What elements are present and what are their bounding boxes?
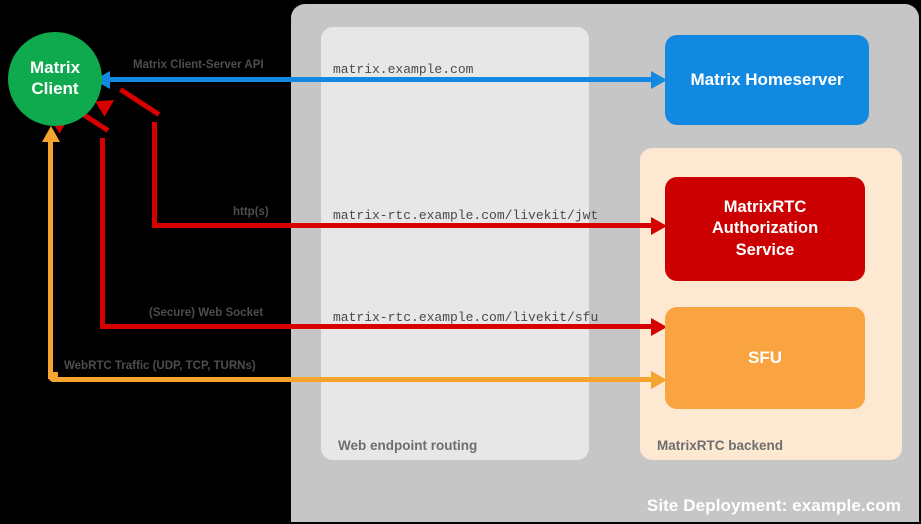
web-endpoint-routing-panel xyxy=(321,27,589,460)
edge-webrtc-protocol-label: WebRTC Traffic (UDP, TCP, TURNs) xyxy=(64,360,256,372)
edge-ws-arrowhead-sfu xyxy=(651,317,667,336)
edge-jwt-protocol-label: http(s) xyxy=(233,206,269,218)
edge-cs-api-arrowhead-right xyxy=(651,70,667,89)
node-sfu[interactable]: SFU xyxy=(665,307,865,409)
edge-ws-line-horizontal xyxy=(100,324,653,329)
edge-jwt-arrowhead-auth xyxy=(651,216,667,235)
edge-ws-url-label: matrix-rtc.example.com/livekit/sfu xyxy=(333,310,599,325)
edge-jwt-line-horizontal xyxy=(152,223,653,228)
edge-jwt-line-vertical xyxy=(152,122,157,227)
edge-cs-api-url-label: matrix.example.com xyxy=(333,62,474,77)
edge-jwt-url-label: matrix-rtc.example.com/livekit/jwt xyxy=(333,208,599,223)
edge-cs-api-line xyxy=(108,77,653,82)
edge-cs-api-protocol-label: Matrix Client-Server API xyxy=(133,59,264,71)
node-matrixrtc-authorization-service[interactable]: MatrixRTC Authorization Service xyxy=(665,177,865,281)
node-auth-label-line3: Service xyxy=(735,240,795,259)
node-auth-label-line1: MatrixRTC xyxy=(723,197,807,216)
node-sfu-label: SFU xyxy=(748,348,782,367)
node-matrix-homeserver[interactable]: Matrix Homeserver xyxy=(665,35,869,125)
node-matrix-client-label-line2: Client xyxy=(31,79,79,98)
edge-webrtc-arrowhead-client xyxy=(41,126,60,142)
edge-ws-protocol-label: (Secure) Web Socket xyxy=(149,307,264,319)
node-auth-label-line2: Authorization xyxy=(711,219,819,238)
edge-webrtc-line-vertical xyxy=(48,140,53,379)
web-endpoint-routing-label: Web endpoint routing xyxy=(338,438,478,453)
edge-webrtc-corner xyxy=(48,372,58,382)
edge-webrtc-line-horizontal xyxy=(52,377,653,382)
node-matrix-homeserver-label: Matrix Homeserver xyxy=(690,70,844,89)
node-matrix-client[interactable]: Matrix Client xyxy=(8,32,102,126)
edge-jwt-line-diagonal xyxy=(119,87,161,117)
edge-webrtc-arrowhead-sfu xyxy=(651,370,667,389)
edge-ws-line-vertical xyxy=(100,138,105,328)
site-deployment-label: Site Deployment: example.com xyxy=(646,496,901,515)
matrixrtc-backend-label: MatrixRTC backend xyxy=(657,438,784,453)
node-matrix-client-label-line1: Matrix xyxy=(29,58,81,78)
